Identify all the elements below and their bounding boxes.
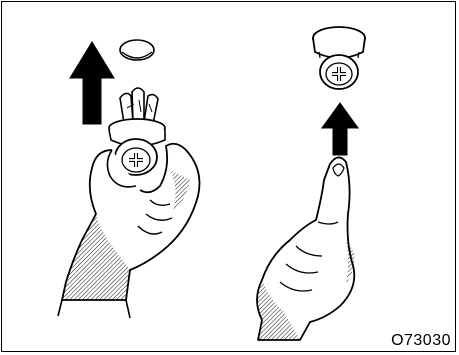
up-arrow-icon [70,42,114,124]
figure-code-label: O73030 [391,333,451,349]
clip-cap-icon [120,40,154,60]
plastic-clip-icon [313,27,365,89]
finger-push-icon [257,157,354,340]
up-arrow-icon [322,103,358,155]
